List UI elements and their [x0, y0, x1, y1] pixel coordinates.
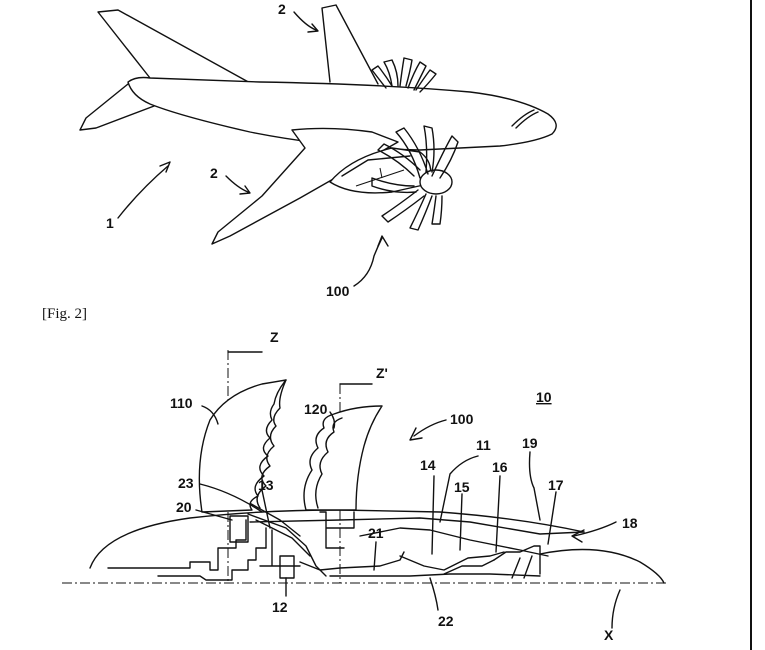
label-ref-15: 15 — [454, 479, 470, 495]
front-blade-110-inner — [256, 379, 287, 509]
leader-1 — [117, 165, 169, 219]
label-ref-17: 17 — [548, 477, 564, 493]
front-blade-110 — [198, 379, 287, 513]
label-ref-10: 10 — [536, 389, 552, 405]
leader-2-top-arrow — [307, 23, 319, 33]
near-engine-spinner — [419, 169, 453, 195]
label-engine-100-top: 100 — [326, 283, 350, 299]
leader-21 — [373, 541, 377, 571]
engine-section-figure — [62, 350, 668, 629]
leader-23 — [199, 483, 263, 513]
gearbox-12 — [279, 555, 295, 579]
leader-110 — [201, 405, 219, 425]
label-ref-11: 11 — [476, 437, 491, 453]
bearing-20 — [229, 515, 249, 543]
outer-nacelle — [89, 509, 585, 569]
hub-structure — [107, 519, 247, 571]
rear-plug — [539, 548, 665, 584]
combustor-14 — [399, 551, 505, 571]
leader-13 — [261, 489, 271, 529]
label-ref-22: 22 — [438, 613, 454, 629]
leader-2-bottom — [225, 175, 249, 193]
leader-18-arrow — [571, 529, 585, 543]
label-ref-23: 23 — [178, 475, 194, 491]
label-ref-20: 20 — [176, 499, 192, 515]
nacelle-line — [355, 169, 405, 187]
label-ref-21: 21 — [368, 525, 384, 541]
core-inner-line — [359, 527, 549, 557]
label-ref-19: 19 — [522, 435, 538, 451]
label-aircraft-1: 1 — [106, 215, 114, 231]
leader-100-top-arrow — [377, 235, 389, 247]
right-border-line — [750, 0, 752, 650]
leader-x — [611, 589, 621, 629]
label-ref-16: 16 — [492, 459, 508, 475]
rear-blade-120-inner — [315, 417, 343, 509]
aircraft-figure — [79, 4, 557, 287]
label-ref-12: 12 — [272, 599, 288, 615]
leader-14 — [431, 475, 435, 555]
label-axis-z: Z — [270, 329, 279, 345]
core-lower-line — [329, 573, 541, 577]
cockpit-window — [515, 111, 539, 129]
turbine-15 — [443, 559, 495, 575]
label-wing-top-2: 2 — [278, 1, 286, 17]
drive-link-13 — [247, 513, 327, 577]
rear-hub — [319, 511, 355, 549]
label-ref-14: 14 — [420, 457, 436, 473]
near-wing — [211, 127, 399, 245]
label-ref-110: 110 — [170, 395, 193, 411]
rear-blade-120 — [303, 405, 383, 511]
hub-plate — [259, 527, 301, 567]
leader-120 — [329, 411, 336, 429]
figure-caption: [Fig. 2] — [42, 306, 87, 322]
nacelle-line-2 — [379, 167, 383, 179]
leader-16 — [495, 475, 501, 553]
label-ref-13: 13 — [258, 477, 274, 493]
leader-22 — [429, 577, 439, 611]
far-wing — [321, 4, 379, 85]
label-ref-120: 120 — [304, 401, 328, 417]
leader-15 — [459, 493, 463, 551]
core-upper-contour — [249, 517, 585, 535]
near-engine-pylon — [341, 155, 411, 177]
leader-2-top — [293, 11, 317, 31]
leader-17 — [547, 491, 557, 545]
leader-100-bottom — [413, 419, 447, 437]
leader-11 — [439, 455, 479, 523]
leader-2-bottom-arrow — [239, 185, 251, 195]
leader-18 — [573, 521, 617, 537]
leader-100-bottom-arrow — [409, 427, 423, 441]
leader-19 — [528, 451, 541, 521]
pitch-link-23 — [243, 499, 301, 537]
cockpit-window-2 — [511, 109, 535, 127]
label-ref-100: 100 — [450, 411, 474, 427]
leader-1-arrow — [159, 161, 171, 173]
label-ref-18: 18 — [622, 515, 638, 531]
label-wing-bottom-2: 2 — [210, 165, 218, 181]
label-axis-x: X — [604, 627, 614, 643]
shaft-21 — [299, 551, 405, 571]
near-engine-blades — [371, 125, 459, 231]
turbine-16 — [493, 545, 541, 575]
hub-structure-2 — [157, 547, 267, 581]
drive-link-13b — [255, 519, 311, 557]
tail-fin — [97, 9, 253, 85]
far-engine-blades — [371, 57, 437, 93]
fuselage — [127, 76, 557, 151]
label-axis-z-prime: Z' — [376, 365, 388, 381]
leader-20 — [195, 509, 233, 521]
